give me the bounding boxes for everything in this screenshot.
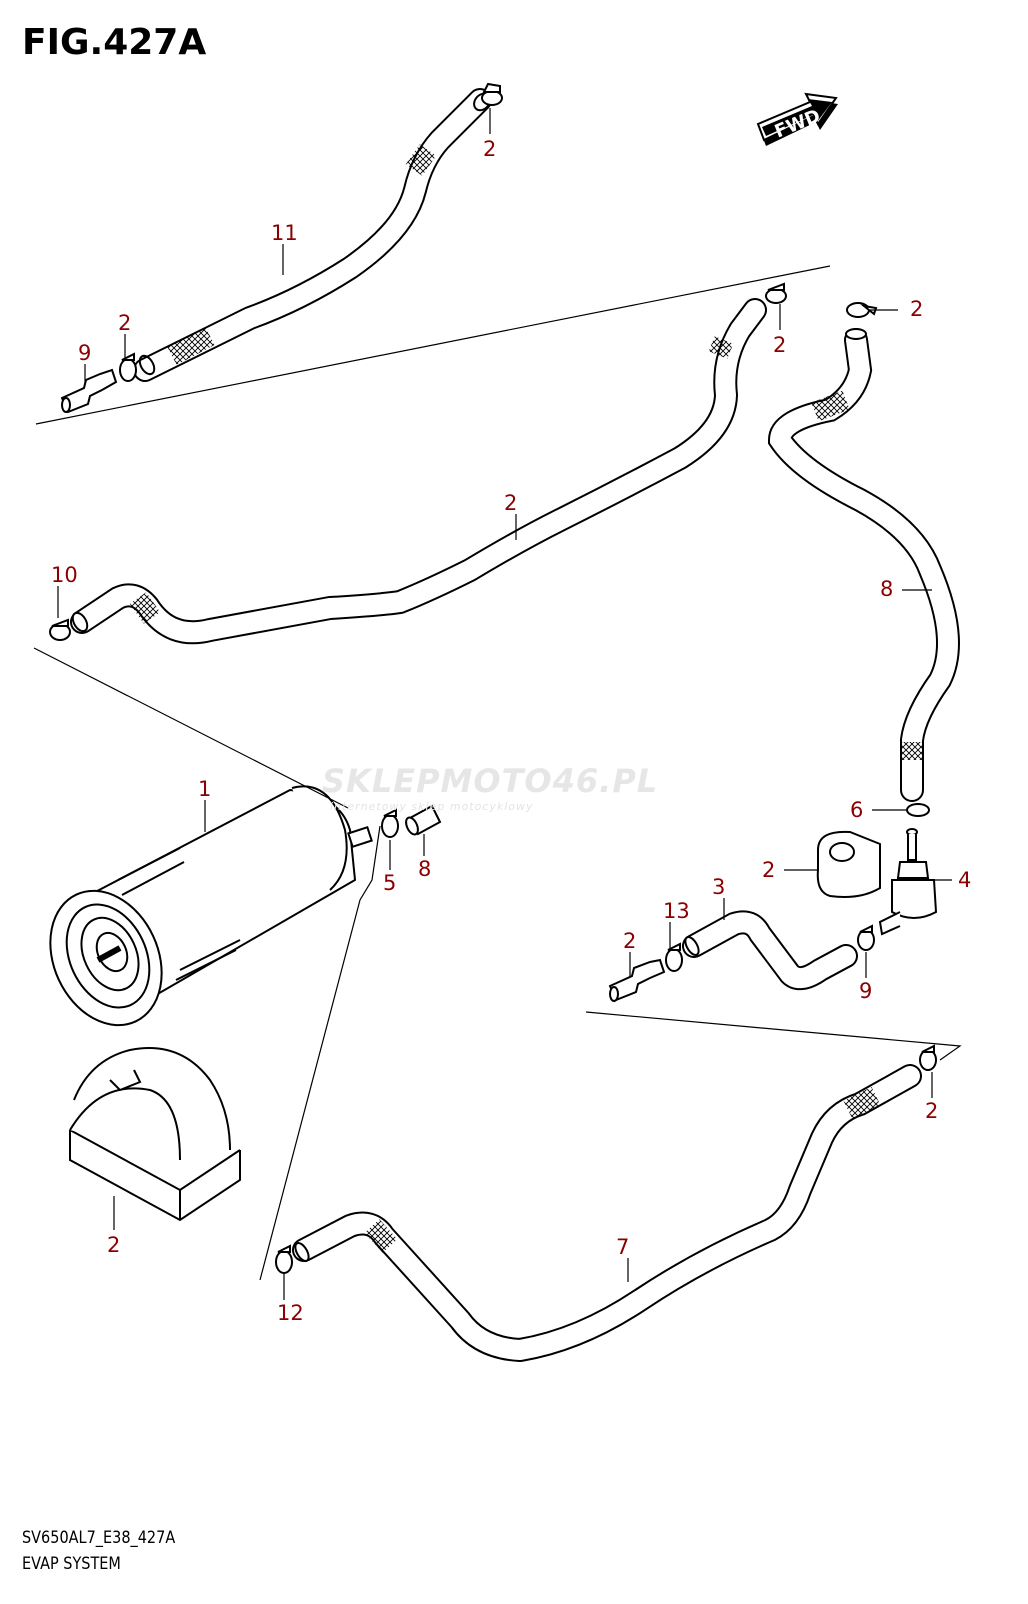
hose-13 — [682, 910, 858, 991]
callout-2: 2 — [118, 311, 131, 335]
watermark-brand: SKLEPMOTO46.PL — [322, 762, 659, 800]
callout-2: 2 — [773, 333, 786, 357]
callout-9: 2 — [623, 929, 636, 953]
callout-1: 8 — [880, 577, 893, 601]
pipe-6 — [405, 804, 442, 836]
callout-labels: 2 11 2 9 2 2 2 10 8 1 5 8 6 2 4 3 13 2 9… — [51, 137, 971, 1325]
hose-clamp — [665, 942, 683, 972]
callout-2: 2 — [910, 297, 923, 321]
hose-clamp — [49, 618, 71, 641]
hose-fitting — [60, 368, 118, 414]
hose-clamp — [481, 82, 503, 106]
leader-frame — [259, 825, 381, 1281]
canister-5 — [49, 785, 373, 1027]
callout-8: 5 — [383, 871, 396, 895]
callout-11: 11 — [271, 221, 298, 245]
callout-3: 4 — [958, 868, 971, 892]
hose-fitting — [608, 958, 666, 1002]
callout-leaders — [57, 108, 952, 1300]
bracket-7 — [69, 1047, 241, 1222]
leader-frame — [585, 1011, 962, 1061]
leader-frame — [35, 265, 831, 425]
callout-5: 1 — [198, 777, 211, 801]
callout-4: 2 — [762, 858, 775, 882]
callout-9: 9 — [78, 341, 91, 365]
valve-3 — [878, 828, 938, 936]
hose-clamp — [275, 1244, 293, 1274]
hose-clamp — [846, 302, 878, 318]
watermark-tagline: internetowy sklep motocyklowy — [330, 800, 534, 813]
hose-10 — [70, 298, 767, 645]
hose-clamp — [906, 803, 930, 817]
hose-1 — [767, 328, 960, 802]
callout-2: 12 — [277, 1301, 304, 1325]
hose-12 — [292, 1064, 922, 1363]
fwd-arrow-icon: FWD — [756, 92, 838, 146]
hose-clamp — [919, 1044, 937, 1071]
callout-6: 8 — [418, 857, 431, 881]
callout-13: 3 — [712, 875, 725, 899]
figure-title: FIG.427A — [22, 22, 207, 63]
callout-7: 2 — [107, 1233, 120, 1257]
callout-2: 2 — [483, 137, 496, 161]
hose-clamp — [119, 352, 137, 382]
callout-12: 7 — [616, 1235, 629, 1259]
solenoid-4 — [816, 830, 881, 898]
callout-2: 9 — [859, 979, 872, 1003]
hose-clamp — [765, 282, 787, 304]
hose-clamp — [857, 924, 875, 951]
figure-name: EVAP SYSTEM — [22, 1554, 121, 1574]
figure-code: SV650AL7_E38_427A — [22, 1528, 176, 1548]
callout-8: 10 — [51, 563, 78, 587]
hose-11 — [133, 88, 492, 382]
leader-frame — [33, 647, 349, 809]
callout-2: 6 — [850, 798, 863, 822]
callout-2: 13 — [663, 899, 690, 923]
hose-clamp — [381, 808, 399, 838]
callout-2: 2 — [925, 1099, 938, 1123]
callout-10: 2 — [504, 491, 517, 515]
